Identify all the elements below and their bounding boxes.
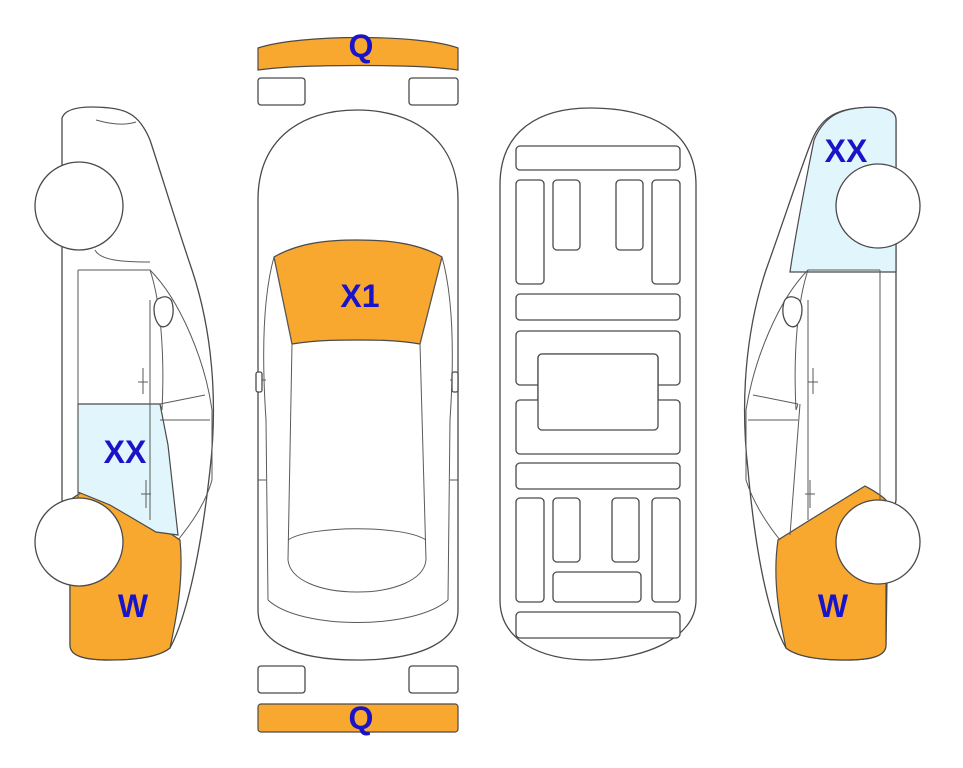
right-side-roof-line <box>745 269 880 541</box>
front-bumper-damage[interactable] <box>257 36 459 71</box>
top-right-lamp <box>408 77 459 106</box>
left-side-front-wheel <box>34 497 124 587</box>
underbody-view <box>499 107 697 661</box>
underbody-center-panel-top <box>537 353 659 431</box>
underbody-cross-1 <box>515 293 681 321</box>
top-left-lamp <box>257 77 306 106</box>
left-side-roof-line <box>78 269 213 541</box>
underbody-rear-bar <box>515 611 681 639</box>
windshield-damage[interactable] <box>273 239 443 345</box>
underbody-right-box-front <box>615 179 644 251</box>
underbody-right-rail-front <box>651 179 681 285</box>
right-side-mirror <box>782 296 803 328</box>
damage-labels: Q X1 Q XX W XX W <box>104 28 868 736</box>
top-view-body <box>257 109 459 661</box>
underbody-cross-2 <box>515 462 681 490</box>
left-front-door-window[interactable] <box>77 403 179 536</box>
top-view-roof <box>287 343 427 593</box>
bottom-left-lamp <box>257 665 306 694</box>
rear-bumper-label: Q <box>349 700 374 736</box>
left-side-rear-curve <box>95 119 137 125</box>
underbody-right-box-rear <box>611 497 640 563</box>
left-door-window-label: XX <box>104 434 147 470</box>
underbody-right-rail-rear <box>651 497 681 603</box>
left-side-door-seam <box>94 249 151 520</box>
left-side-mirror-line <box>159 394 210 421</box>
windshield-label: X1 <box>340 278 379 314</box>
right-quarter-label: XX <box>825 133 868 169</box>
top-view-left-mirror <box>255 371 263 393</box>
left-side-mirror <box>153 296 174 328</box>
underbody-left-rail-front <box>515 179 545 285</box>
right-side-door-seam <box>789 300 809 536</box>
right-side-rear-wheel <box>835 163 921 249</box>
front-bumper-label: Q <box>349 28 374 64</box>
underbody-left-rail-rear <box>515 497 545 603</box>
right-fender-label: W <box>818 588 849 624</box>
top-view <box>255 36 459 733</box>
bottom-right-lamp <box>408 665 459 694</box>
right-side-door-handle-front <box>805 480 815 508</box>
left-side-rear-wheel <box>34 161 124 251</box>
right-side-mirror-line <box>748 394 799 421</box>
right-side-front-wheel <box>835 499 921 585</box>
top-view-right-mirror <box>451 371 459 393</box>
left-side-door-handle-front <box>141 480 151 508</box>
right-side-view <box>743 106 921 661</box>
left-side-door-handle-rear <box>138 368 148 394</box>
left-side-view <box>34 106 215 661</box>
underbody-rear-small <box>552 571 642 603</box>
underbody-front-bar <box>515 145 681 171</box>
top-view-pillars <box>267 256 449 623</box>
left-fender-label: W <box>118 588 149 624</box>
left-side-a-pillar <box>149 269 164 411</box>
underbody-left-box-front <box>552 179 581 251</box>
top-view-rear-window <box>287 528 427 541</box>
right-side-door-handle-rear <box>808 368 818 394</box>
rear-bumper-damage[interactable] <box>257 703 459 733</box>
underbody-left-box-rear <box>552 497 581 563</box>
right-side-a-pillar <box>794 269 809 411</box>
